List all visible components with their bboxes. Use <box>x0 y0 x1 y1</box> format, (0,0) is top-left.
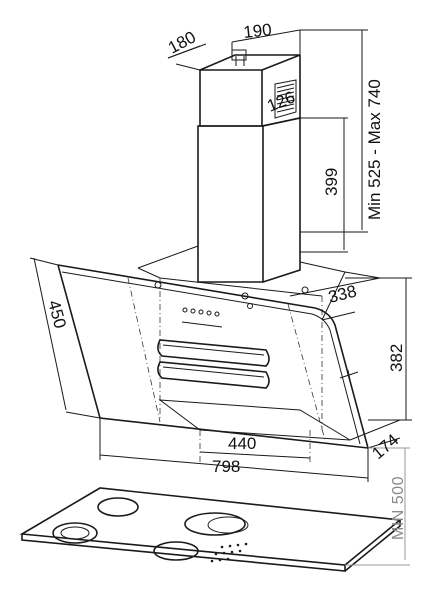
hob-controls <box>210 542 248 563</box>
dim-min-clearance: MIN 500 <box>390 476 407 540</box>
dim-body-width: 440 <box>228 434 256 453</box>
burner-front-left <box>52 522 98 544</box>
dim-chimney-inner-width: 126 <box>264 87 297 115</box>
clearance-dimension <box>345 447 410 566</box>
side-clip <box>339 369 359 381</box>
dim-chimney-lower-height: 399 <box>322 168 341 196</box>
chimney <box>197 49 301 283</box>
dim-chimney-width: 190 <box>242 20 272 42</box>
hob <box>19 487 402 572</box>
control-buttons <box>181 307 223 328</box>
dim-hood-height: 382 <box>387 344 406 372</box>
air-intake-slots <box>157 339 270 389</box>
burner-back-left <box>97 497 139 517</box>
dim-chimney-height-range: Min 525 - Max 740 <box>365 79 384 220</box>
hood-body <box>137 245 351 465</box>
burner-front-center <box>153 541 199 561</box>
burner-back-right <box>184 512 246 536</box>
dim-hood-depth: 338 <box>326 282 358 307</box>
vent-grille <box>274 79 297 119</box>
glass-panel <box>57 264 370 449</box>
dimension-lines <box>29 29 412 482</box>
dim-glass-projection: 174 <box>368 430 402 463</box>
dim-overall-width: 798 <box>212 457 240 476</box>
dim-chimney-depth: 180 <box>165 27 199 57</box>
